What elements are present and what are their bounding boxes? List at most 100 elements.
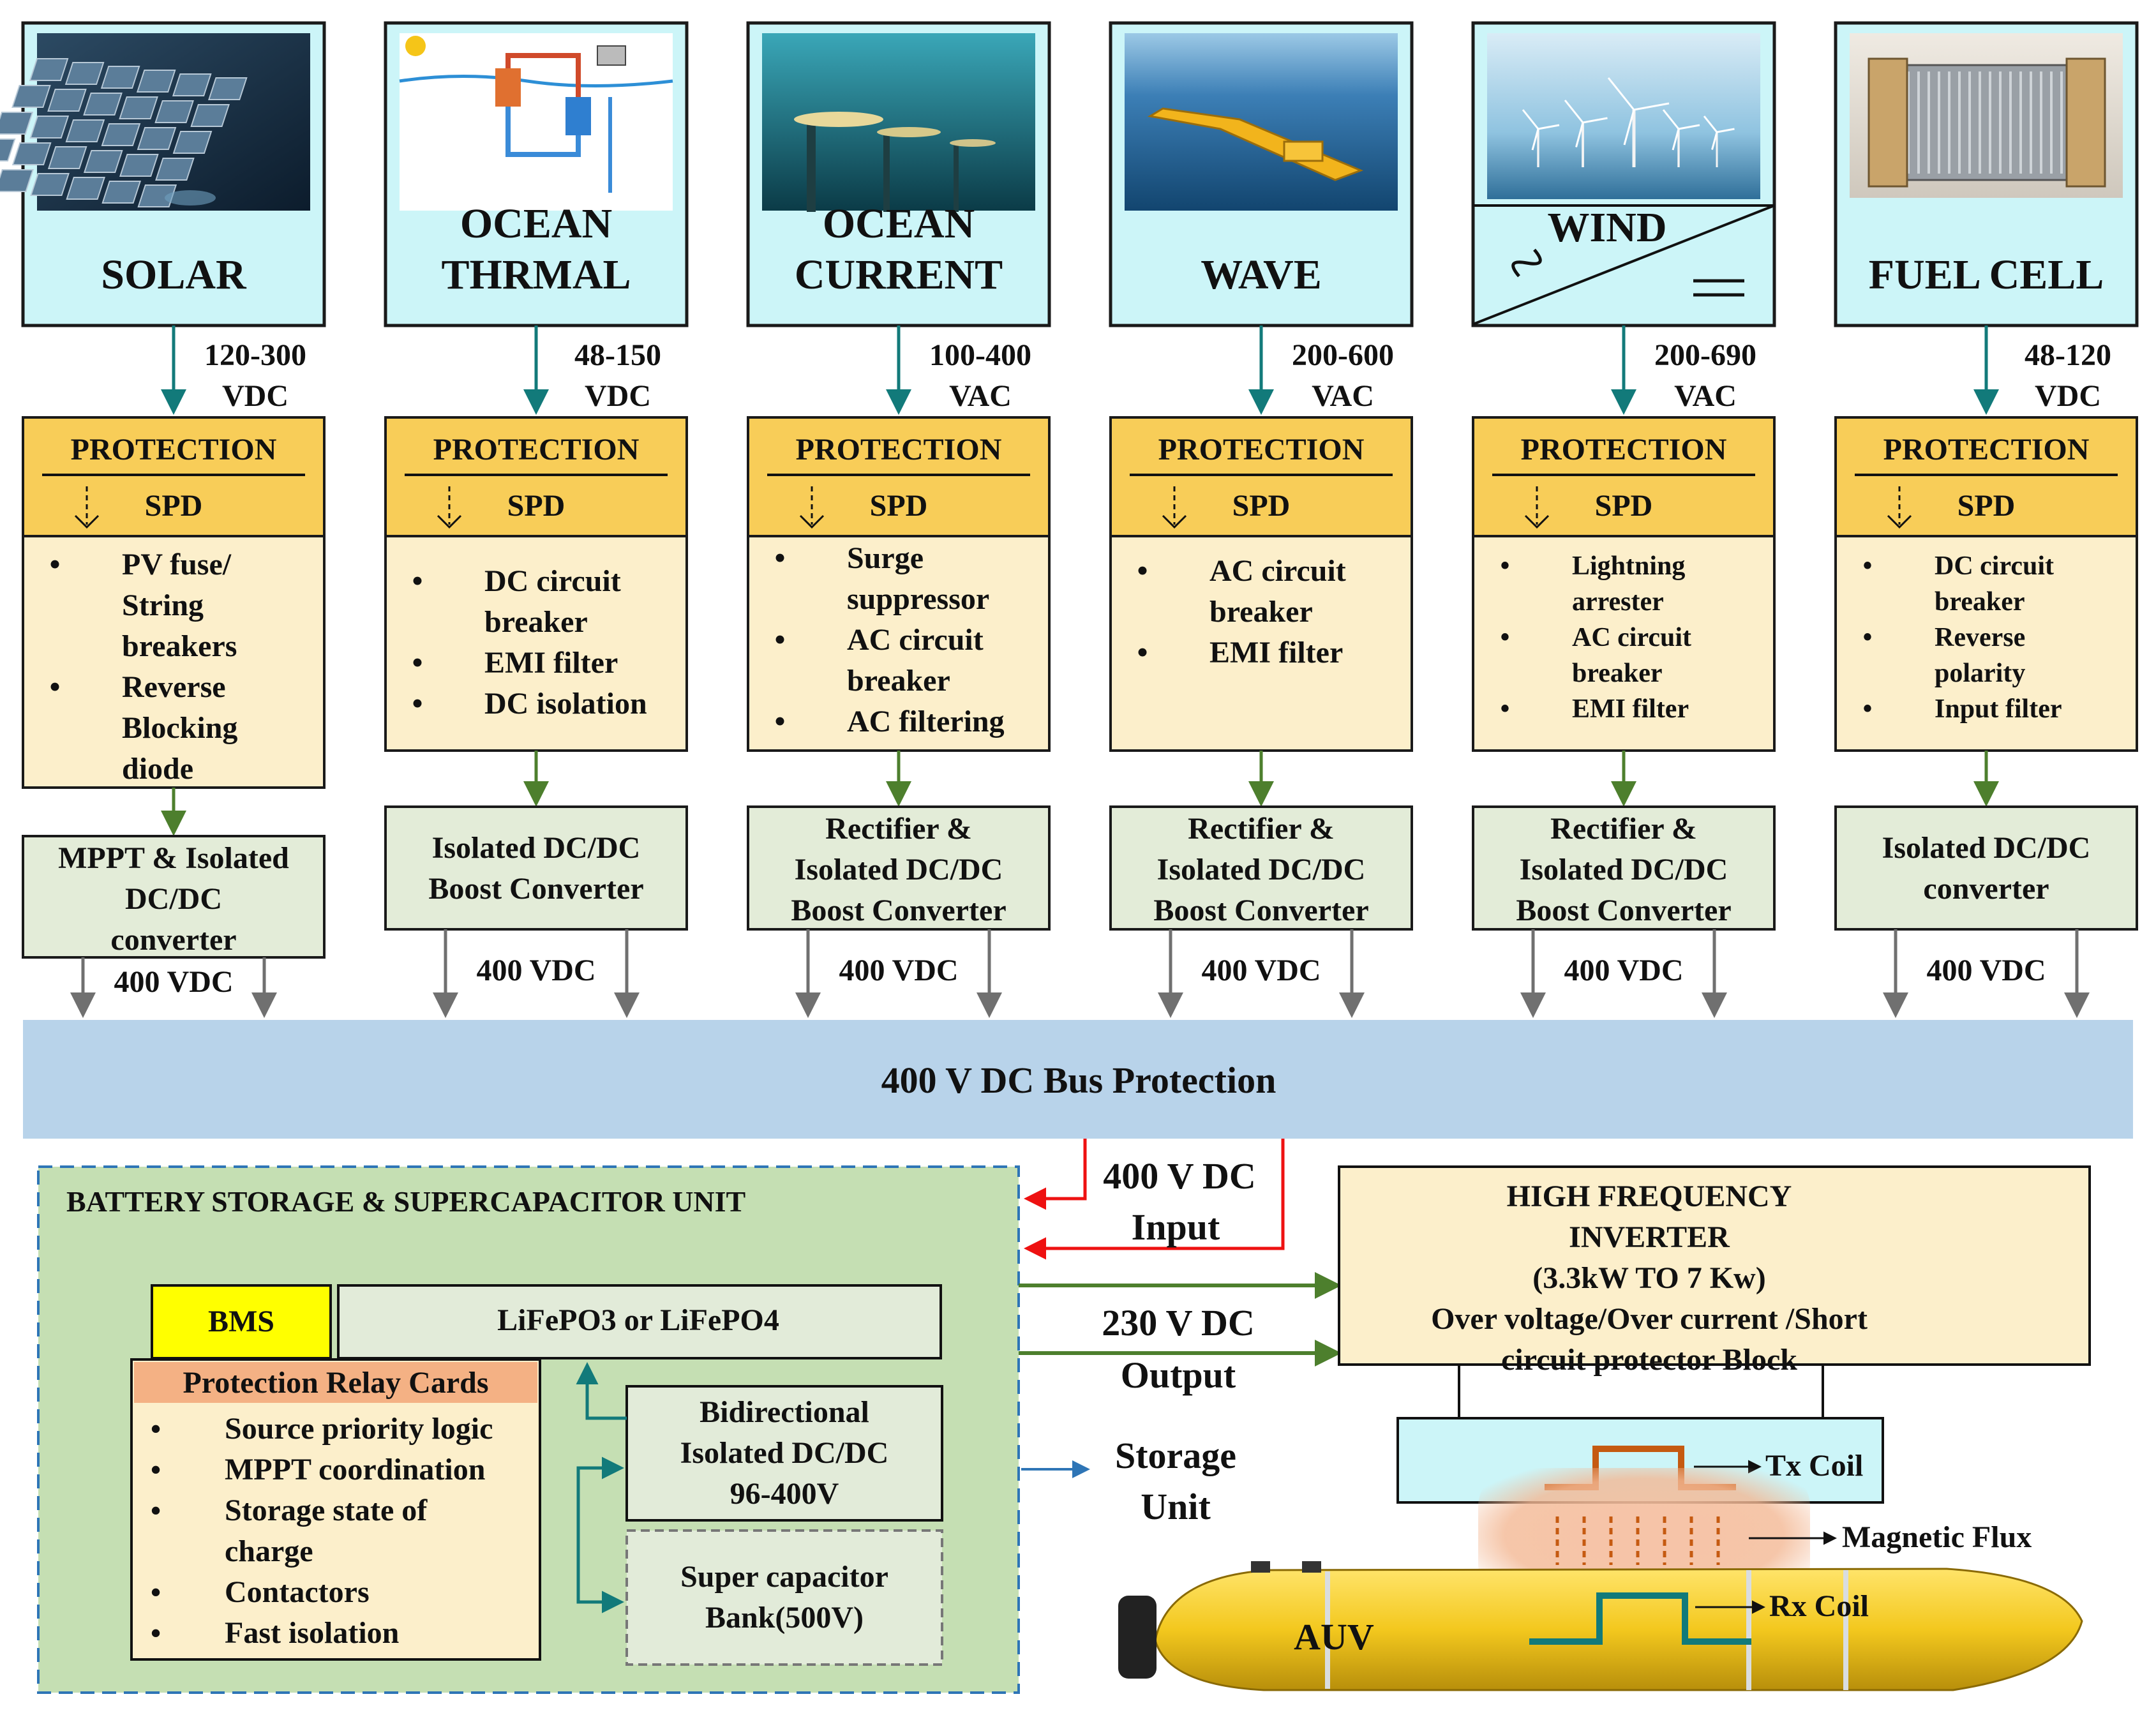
image-bg: [1125, 33, 1398, 211]
output-voltage: 400 VDC: [1201, 954, 1321, 987]
protection-title: PROTECTION: [796, 433, 1002, 467]
converter-text: DC/DC: [125, 882, 222, 916]
protection-title: PROTECTION: [433, 433, 640, 467]
converter-box: [22, 835, 326, 959]
converter-text: Boost Converter: [791, 894, 1006, 927]
spd-label: SPD: [507, 489, 565, 523]
arrow-to-supercap: [576, 1588, 624, 1613]
converter-text: converter: [1923, 872, 2049, 906]
auv-label: AUV: [1294, 1616, 1374, 1658]
wind-blade: [1522, 109, 1539, 130]
solar-panel: [64, 62, 105, 85]
wind-blade: [1678, 124, 1700, 130]
input-voltage: 48-120: [2025, 338, 2111, 372]
protection-body: [1109, 535, 1413, 752]
auv-body: [1154, 1568, 2083, 1691]
bullet-icon: •: [412, 646, 423, 680]
protection-item: DC circuit: [1935, 551, 2054, 581]
magnetic-flux-label: Magnetic Flux: [1842, 1520, 2032, 1554]
spd-label: SPD: [1232, 489, 1291, 523]
solar-panel: [101, 181, 142, 204]
protection-item: Blocking: [122, 711, 237, 745]
solar-panel: [11, 85, 51, 108]
protection-item: Surge: [847, 541, 924, 575]
protection-title: PROTECTION: [1883, 433, 2090, 467]
source-name: THRMAL: [442, 251, 631, 298]
wind-blade: [1607, 77, 1635, 110]
protection-item: diode: [122, 752, 193, 786]
solar-panel-array-photo: [0, 33, 310, 211]
protection-item: AC circuit: [847, 623, 984, 657]
arrow-dc-input: [1024, 1139, 1285, 1260]
auv-sensor: [1251, 1561, 1270, 1573]
wind-blade: [1633, 102, 1670, 111]
solar-panel: [30, 173, 70, 196]
solar-panel: [29, 58, 69, 81]
inverter-text: circuit protector Block: [1501, 1343, 1797, 1377]
solar-panel: [190, 104, 230, 127]
input-voltage-unit: VAC: [1674, 379, 1737, 413]
protection-title: PROTECTION: [71, 433, 277, 467]
output-label: Output: [1121, 1354, 1236, 1396]
input-voltage-unit: VAC: [949, 379, 1012, 413]
spd-arrow-head: [1524, 514, 1550, 529]
input-voltage: 48-150: [574, 338, 661, 372]
bullet-icon: •: [775, 623, 786, 657]
protection-body: [1834, 535, 2138, 752]
converter-text: Boost Converter: [1153, 894, 1368, 927]
spd-arrow-head: [799, 514, 825, 529]
bullet-icon: •: [151, 1412, 161, 1445]
converter-box: [1834, 805, 2138, 931]
converter-text: Isolated DC/DC: [432, 831, 641, 865]
protection-item: Input filter: [1935, 694, 2062, 724]
solar-panel: [83, 93, 123, 116]
supercapacitor-box: [625, 1529, 943, 1666]
source-column-2: OCEANCURRENT100-400VACPROTECTIONSPD•Surg…: [746, 21, 1051, 1018]
protection-item: Reverse: [122, 670, 226, 704]
solar-panel: [65, 119, 105, 142]
bms-label: BMS: [208, 1305, 274, 1338]
solar-panel: [172, 131, 213, 154]
wind-blade: [1531, 128, 1539, 151]
solar-panel: [207, 77, 248, 100]
output-voltage: 400 VDC: [114, 965, 233, 999]
converter-text: Isolated DC/DC: [795, 853, 1003, 887]
solar-panel: [47, 146, 87, 169]
wind-blade: [1703, 116, 1718, 133]
protection-item: breaker: [1935, 587, 2025, 617]
input-label: 400 V DC: [1103, 1155, 1256, 1197]
inverter-text: (3.3kW TO 7 Kw): [1532, 1261, 1765, 1295]
bullet-icon: •: [1863, 694, 1873, 724]
ac-wave-icon: [1511, 248, 1542, 278]
protection-item: String: [122, 588, 204, 622]
spd-label: SPD: [870, 489, 928, 523]
protection-body: [384, 535, 688, 752]
protection-item: breaker: [847, 664, 950, 698]
bidirectional-converter-box: [625, 1385, 943, 1522]
protection-item: AC circuit: [1209, 554, 1346, 588]
pipe: [505, 107, 581, 157]
bullet-icon: •: [1137, 554, 1148, 588]
bullet-icon: •: [412, 564, 423, 598]
input-voltage-unit: VAC: [1312, 379, 1374, 413]
converter-box: [1472, 805, 1776, 931]
bullet-icon: •: [151, 1494, 161, 1527]
protection-item: DC circuit: [484, 564, 621, 598]
solar-panel: [137, 127, 177, 150]
converter-diagonal: [1472, 204, 1775, 326]
spd-arrow-head: [74, 514, 100, 529]
image-bg: [1487, 33, 1760, 199]
output-voltage: 400 VDC: [1564, 954, 1683, 987]
solar-panel: [0, 139, 16, 161]
bullet-icon: •: [1501, 623, 1510, 652]
turbine-tower: [883, 129, 890, 212]
protection-item: DC isolation: [484, 687, 647, 721]
bullet-icon: •: [151, 1453, 161, 1486]
solar-panel: [83, 150, 123, 173]
wind-blade: [1538, 124, 1560, 130]
end-plate: [2065, 57, 2106, 188]
bullet-icon: •: [50, 670, 61, 704]
solar-panel: [47, 89, 87, 112]
